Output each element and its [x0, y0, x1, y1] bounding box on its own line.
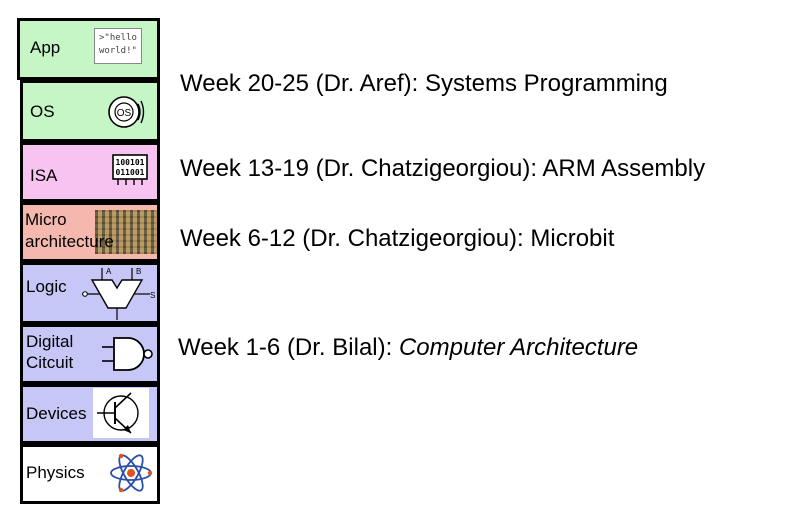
layer-physics-label: Physics — [26, 463, 85, 482]
binary-line1: 100101 — [116, 158, 145, 167]
layer-isa — [20, 142, 160, 202]
die-photo-icon — [95, 210, 157, 254]
atom-icon — [110, 453, 153, 493]
layer-micro-label-line1: Micro — [25, 210, 67, 229]
hello-world-line2: world!" — [99, 46, 137, 56]
hello-world-line1: >"hello — [99, 33, 137, 43]
note-ca-italic: Computer Architecture — [398, 334, 639, 361]
layer-logic — [20, 262, 160, 324]
note-arm-assembly: Week 13-19 (Dr. Chatzigeorgiou): ARM Ass… — [180, 155, 706, 182]
and-gate-icon — [102, 337, 153, 371]
layer-isa-label: ISA — [30, 166, 58, 185]
layer-os-label: OS — [30, 102, 55, 121]
layer-micro-label-line2: architecture — [25, 232, 114, 251]
alu-label-a: A — [106, 267, 112, 276]
note-ca-prefix: Week 1-6 (Dr. Bilal): — [178, 334, 399, 361]
binary-chip-icon: 100101 011001 — [112, 154, 148, 185]
transistor-icon — [93, 388, 149, 438]
os-disc-icon: OS — [108, 96, 145, 128]
hello-world-icon: >"hello world!" — [94, 28, 142, 64]
binary-line2: 011001 — [116, 168, 145, 177]
layer-app-label: App — [30, 38, 61, 57]
layer-physics — [20, 444, 160, 504]
alu-label-b: B — [136, 267, 141, 276]
alu-label-s: S — [150, 291, 155, 300]
layer-logic-label: Logic — [26, 277, 67, 296]
alu-icon: A B S — [82, 267, 155, 320]
layer-digital-label-line2: Citcuit — [26, 353, 74, 372]
layer-digital-label-line1: Digital — [26, 332, 74, 351]
layer-devices-label: Devices — [26, 404, 87, 423]
note-computer-architecture: Week 1-6 (Dr. Bilal): Computer Architect… — [178, 334, 638, 362]
note-systems-programming: Week 20-25 (Dr. Aref): Systems Programmi… — [180, 70, 668, 97]
os-disc-text: OS — [117, 108, 132, 119]
note-microbit: Week 6-12 (Dr. Chatzigeorgiou): Microbit — [180, 225, 615, 252]
